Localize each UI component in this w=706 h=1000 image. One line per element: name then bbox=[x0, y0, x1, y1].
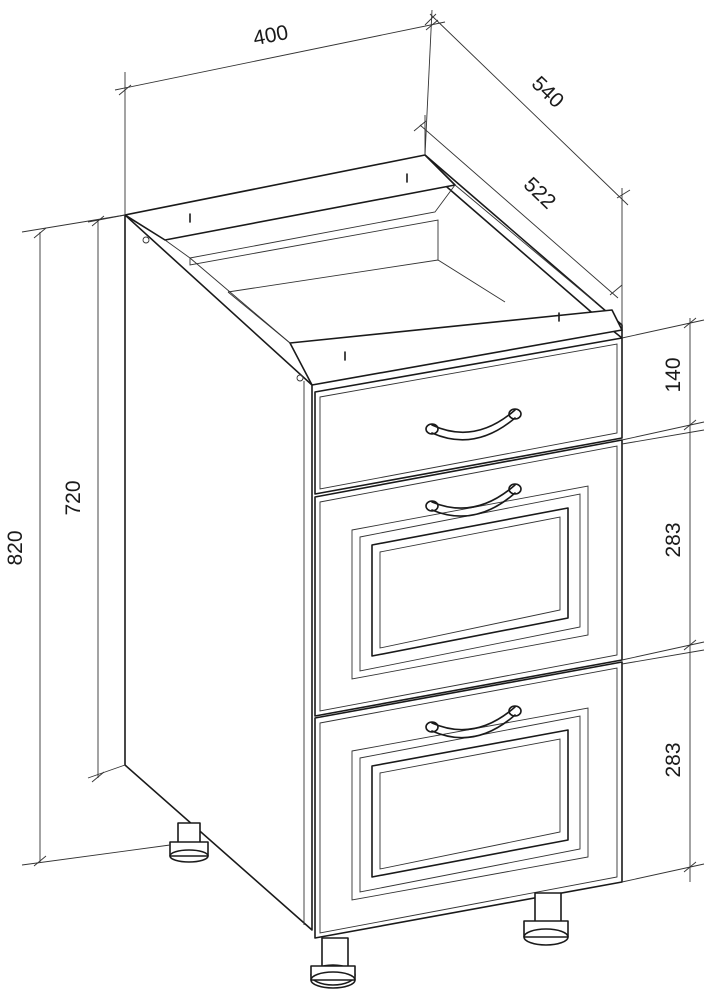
dim-depth-total-label: 540 bbox=[527, 72, 568, 113]
front-rail bbox=[289, 309, 623, 386]
dim-drawer-bottom-label: 283 bbox=[662, 742, 685, 777]
handle-middle-icon bbox=[425, 483, 522, 517]
leg-front-right-icon bbox=[523, 892, 569, 946]
drawer-middle bbox=[314, 439, 623, 717]
dim-width-label: 400 bbox=[251, 21, 290, 50]
panel-bottom-outer bbox=[351, 707, 589, 901]
dim-drawer-top-label: 140 bbox=[662, 357, 685, 392]
leg-front-left-icon bbox=[310, 937, 356, 989]
dim-drawer-middle-label: 283 bbox=[662, 522, 685, 557]
back-rail bbox=[124, 154, 456, 241]
dim-height-body-label: 720 bbox=[62, 480, 85, 515]
dimension-lines bbox=[21, 9, 705, 883]
panel-middle-outer bbox=[351, 485, 589, 680]
drawer-top bbox=[314, 337, 623, 495]
handle-bottom-icon bbox=[425, 705, 522, 739]
panel-middle-inner bbox=[371, 507, 569, 657]
dim-height-total-label: 820 bbox=[4, 530, 27, 565]
handle-top-icon bbox=[425, 408, 522, 441]
cabinet-body bbox=[124, 154, 623, 931]
leg-back-left-icon bbox=[169, 822, 209, 863]
panel-bottom-inner bbox=[371, 729, 569, 878]
dim-depth-body-label: 522 bbox=[519, 173, 560, 214]
right-side-panel-edge bbox=[424, 154, 623, 339]
left-side-panel bbox=[124, 214, 313, 931]
